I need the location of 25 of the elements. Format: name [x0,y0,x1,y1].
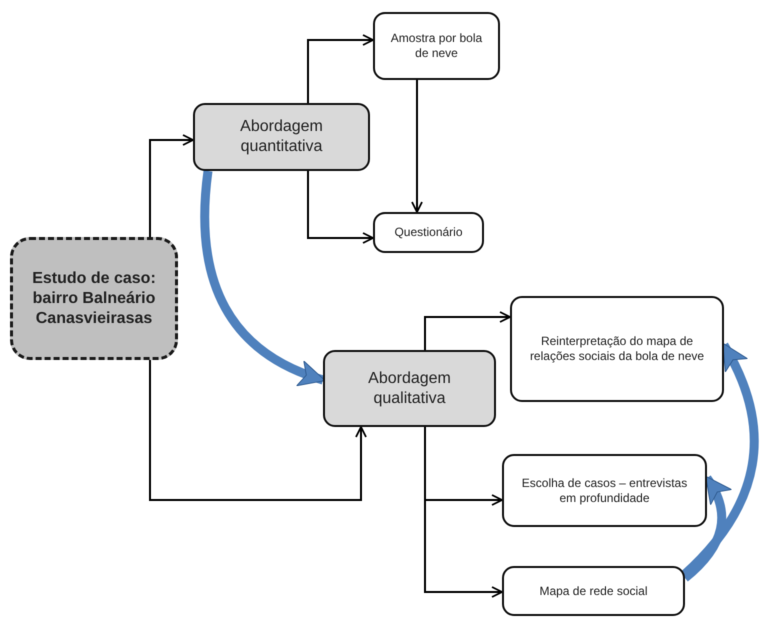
process-box [193,103,370,171]
arrow [149,360,367,501]
dashed-box [10,237,178,360]
process-box [510,296,724,402]
process-box [373,212,484,253]
box-label: Estudo de caso: bairro Balneário Canasvieirasas [31,268,157,328]
box-label: Questionário [394,225,463,240]
arrow [307,34,374,103]
box-label: Abordagem qualitativa [367,368,452,408]
arrow [424,311,511,350]
process-box [502,454,707,527]
process-box [502,566,685,616]
arrow [411,80,423,213]
process-box [323,350,496,427]
arrow [149,134,194,237]
box-label: Abordagem quantitativa [239,117,324,157]
box-label: Escolha de casos – entrevistas em profundidade [520,476,688,506]
box-label: Amostra por bola de neve [390,31,484,61]
arrow [307,171,374,244]
box-label: Reinterpretação do mapa de relações sociais da bola de neve [528,334,706,364]
process-box [373,12,500,80]
arrow [424,427,503,598]
curved-arrow [200,170,326,385]
box-label: Mapa de rede social [539,584,648,598]
curved-arrow [682,476,732,582]
